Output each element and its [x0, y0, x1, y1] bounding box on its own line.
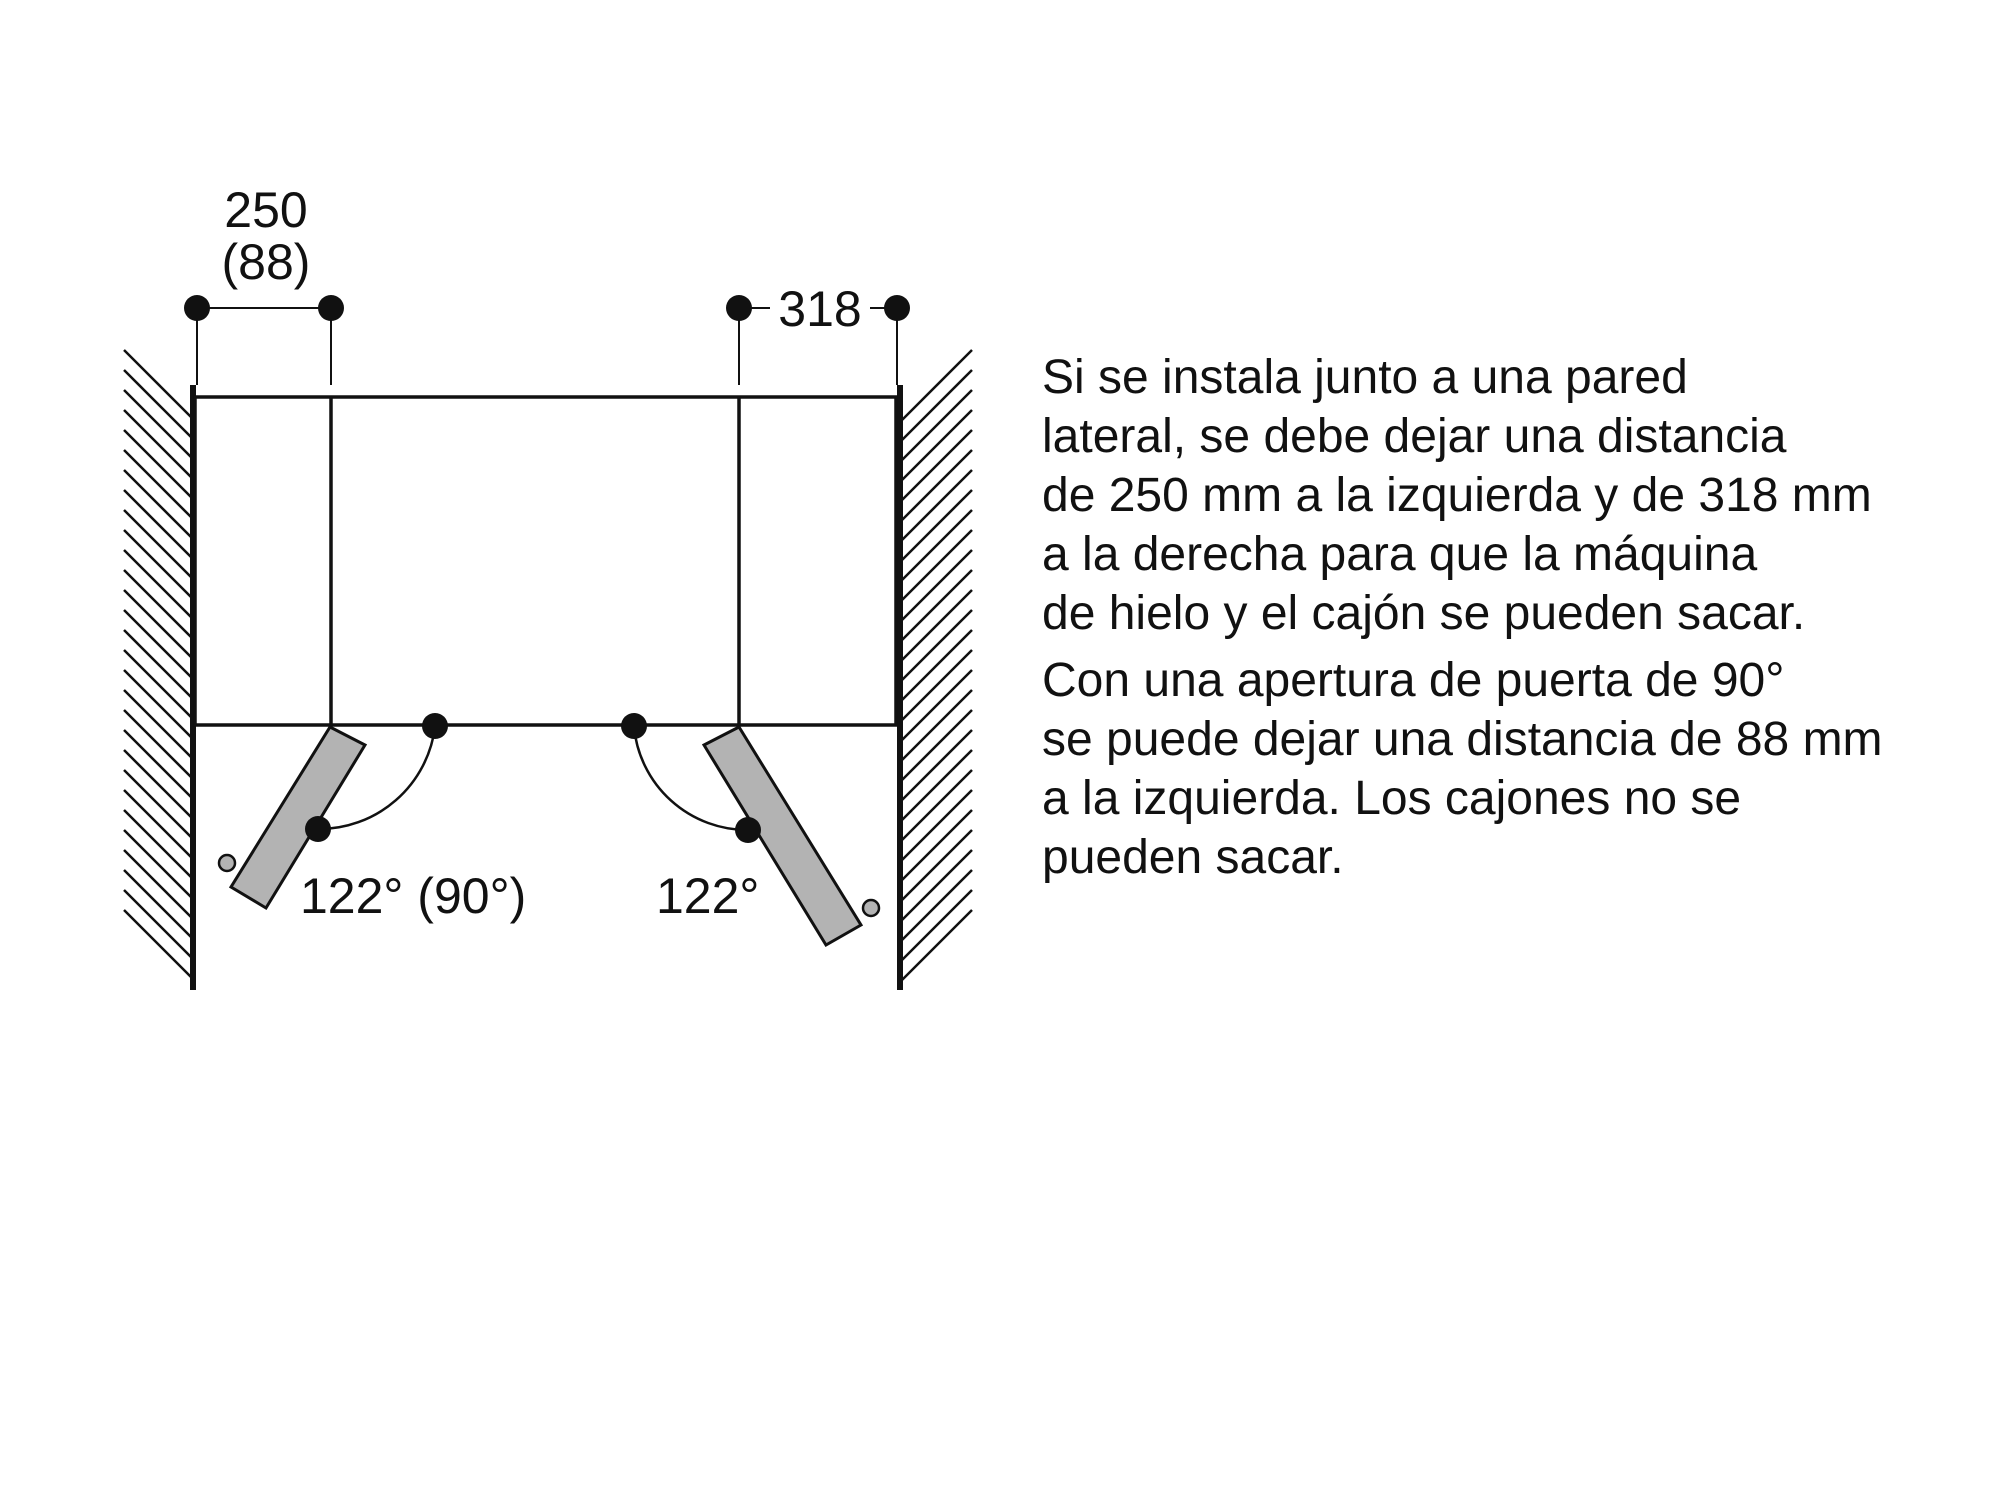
hatch-line — [123, 389, 192, 458]
hatch-line — [901, 609, 973, 681]
hatch-line — [901, 529, 973, 601]
appliance-top-view — [193, 395, 898, 727]
hatch-line — [901, 489, 973, 561]
hatch-line — [901, 889, 973, 961]
left-wall-hatching — [123, 349, 192, 978]
hatch-line — [901, 469, 973, 541]
hatch-line — [901, 829, 973, 901]
hatch-line — [901, 569, 973, 641]
hatch-line — [123, 829, 192, 898]
hatch-line — [901, 389, 973, 461]
right-open-door — [701, 725, 864, 948]
hatch-line — [123, 349, 192, 418]
note-line: pueden sacar. — [1042, 831, 1344, 884]
right-clearance-label: 318 — [778, 281, 861, 337]
hatch-line — [123, 709, 192, 778]
hatch-line — [123, 749, 192, 818]
right-hinge-dot — [621, 713, 647, 739]
right-door-pivot-dot — [735, 817, 761, 843]
hatch-line — [123, 569, 192, 638]
note-line: Con una apertura de puerta de 90° — [1042, 654, 1785, 707]
paragraph-gap — [1042, 643, 1982, 651]
appliance-outline — [193, 395, 898, 727]
right-door-handle — [861, 898, 881, 918]
hatch-line — [901, 769, 973, 841]
left-clearance-end-dot — [318, 295, 344, 321]
hatch-line — [901, 509, 973, 581]
hatch-line — [123, 869, 192, 938]
hatch-line — [123, 589, 192, 658]
hatch-line — [901, 589, 973, 661]
hatch-line — [901, 789, 973, 861]
hatch-line — [901, 689, 973, 761]
hatch-line — [901, 869, 973, 941]
hatch-line — [901, 729, 973, 801]
note-line: se puede dejar una distancia de 88 mm — [1042, 713, 1883, 766]
note-line: a la derecha para que la máquina — [1042, 528, 1758, 581]
left-clearance-label: 250 — [224, 182, 307, 238]
left-door-pivot-dot — [305, 816, 331, 842]
hatch-line — [123, 689, 192, 758]
hatch-line — [901, 649, 973, 721]
left-door-swing-arc — [317, 726, 437, 831]
note-line: a la izquierda. Los cajones no se — [1042, 772, 1742, 825]
hatch-line — [901, 449, 973, 521]
hatch-line — [901, 629, 973, 701]
left-open-door — [228, 725, 368, 911]
note-line: de hielo y el cajón se pueden sacar. — [1042, 587, 1806, 640]
right-clearance-end-dot — [884, 295, 910, 321]
note-paragraph-90-degree: Con una apertura de puerta de 90° se pue… — [1042, 651, 1982, 887]
hatch-line — [123, 529, 192, 598]
hatch-line — [123, 789, 192, 858]
hatch-line — [123, 649, 192, 718]
hatch-line — [123, 849, 192, 918]
hatch-line — [123, 889, 192, 958]
right-clearance-start-dot — [726, 295, 752, 321]
right-door-swing-arc — [632, 726, 749, 832]
hatch-line — [901, 849, 973, 921]
hatch-line — [901, 909, 973, 981]
hatch-line — [123, 489, 192, 558]
hatch-line — [123, 609, 192, 678]
hatch-line — [123, 669, 192, 738]
hatch-line — [901, 409, 973, 481]
note-line: lateral, se debe dejar una distancia — [1042, 410, 1787, 463]
right-wall-hatching — [901, 349, 973, 981]
left-clearance-label-90: (88) — [222, 234, 311, 290]
hatch-line — [123, 809, 192, 878]
note-line: Si se instala junto a una pared — [1042, 351, 1688, 404]
hatch-line — [123, 369, 192, 438]
hatch-line — [901, 429, 973, 501]
left-hinge-dot — [422, 713, 448, 739]
hatch-line — [901, 369, 973, 441]
right-door-angle-label: 122° — [656, 868, 759, 924]
hatch-line — [123, 409, 192, 478]
hatch-line — [123, 729, 192, 798]
hatch-line — [901, 549, 973, 621]
hatch-line — [901, 809, 973, 881]
hatch-line — [123, 629, 192, 698]
hatch-line — [123, 509, 192, 578]
hatch-line — [901, 349, 973, 421]
hatch-line — [123, 549, 192, 618]
hatch-line — [123, 469, 192, 538]
installation-note: Si se instala junto a una pared lateral,… — [1042, 348, 1982, 887]
hatch-line — [901, 749, 973, 821]
left-clearance-start-dot — [184, 295, 210, 321]
note-line: de 250 mm a la izquierda y de 318 mm — [1042, 469, 1872, 522]
left-door-angle-label: 122° (90°) — [300, 868, 526, 924]
note-paragraph-side-wall: Si se instala junto a una pared lateral,… — [1042, 348, 1982, 643]
hatch-line — [123, 909, 192, 978]
hatch-line — [123, 429, 192, 498]
left-clearance-dimension — [196, 307, 332, 385]
hatch-line — [901, 669, 973, 741]
left-door-handle — [217, 853, 237, 873]
hatch-line — [901, 709, 973, 781]
hatch-line — [123, 769, 192, 838]
hatch-line — [123, 449, 192, 518]
